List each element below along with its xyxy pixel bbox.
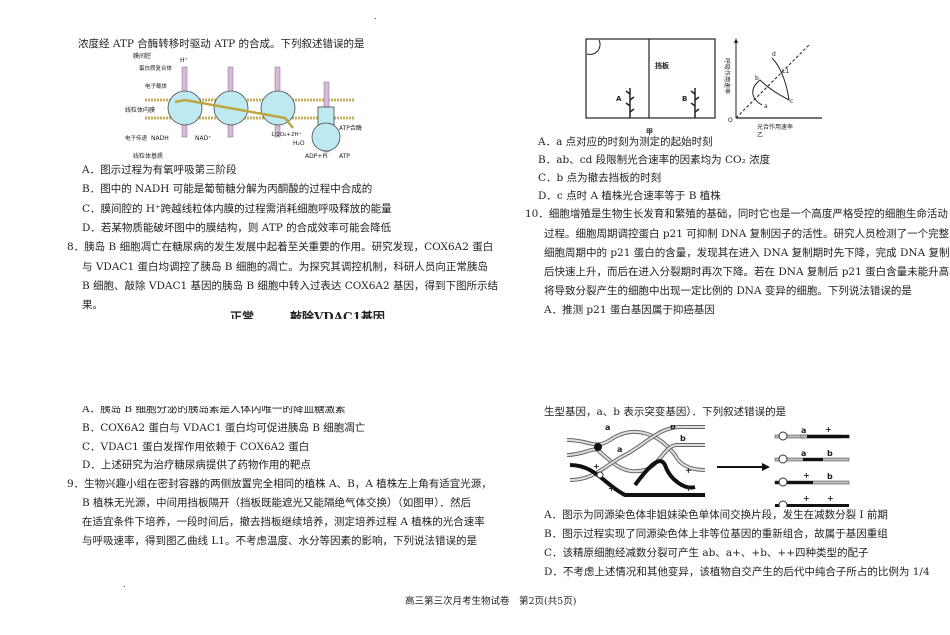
- arrow-right-icon: [717, 463, 770, 471]
- q8-option-b[interactable]: B．COX6A2 蛋白与 VDAC1 蛋白均可促进胰岛 B 细胞凋亡: [82, 422, 366, 434]
- q9-option-a[interactable]: A．a 点对应的时刻为测定的起始时刻: [538, 136, 713, 148]
- label-oxygen: 1/2O₂+2H⁺: [271, 131, 302, 138]
- q8-line-3: B 细胞、敲除 VDAC1 基因的胰岛 B 细胞中转入过表达 COX6A2 基因…: [82, 280, 498, 292]
- label-electron-carrier: 电子载体: [145, 82, 168, 90]
- q10-line-4: 后快速上升，而后在进入分裂期时再次下降。若在 DNA 复制后 p21 蛋白含量未…: [544, 266, 950, 278]
- figure-yi-graph: 呼吸作用速率 光合作用速率 O 乙 L1 a b c d: [723, 38, 822, 138]
- gene-a-label: a: [801, 449, 806, 458]
- gene-plus-label: +: [608, 484, 615, 493]
- gene-b-label: b: [827, 449, 833, 458]
- q9-option-c[interactable]: C．b 点为撤去挡板的时刻: [538, 172, 662, 184]
- plant-a-label: A: [616, 95, 622, 103]
- point-c-label: c: [790, 98, 793, 105]
- label-intermembrane: 膜间腔: [133, 52, 151, 60]
- label-matrix: 线粒体基质: [133, 152, 163, 160]
- sun-icon: [586, 39, 601, 55]
- q10-line-1: 10．细胞增殖是生物生长发育和繁殖的基础，同时它也是一个高度严格受控的细胞生命活…: [525, 208, 948, 220]
- q9-line-3: 在适宜条件下培养，一段时间后，撤去挡板继续培养，测定培养过程 A 植株的光合速率: [82, 516, 485, 528]
- q7-stem-tail: 浓度经 ATP 合酶转移时驱动 ATP 的合成。下列叙述错误的是: [78, 38, 365, 50]
- y-axis-label: 呼吸作用速率: [723, 58, 731, 94]
- q8-option-c[interactable]: C．VDAC1 蛋白发挥作用依赖于 COX6A2 蛋白: [82, 441, 310, 453]
- q7-option-b[interactable]: B．图中的 NADH 可能是葡萄糖分解为丙酮酸的过程中合成的: [82, 183, 373, 195]
- gene-b-label: b: [680, 434, 686, 443]
- gene-plus-label: +: [685, 466, 692, 475]
- gene-plus-label: +: [803, 494, 810, 503]
- q8-chart-header: 正常 敲除VDAC1基因: [230, 310, 385, 319]
- protein-complexes: [167, 90, 341, 152]
- q10-line-5: 将导致分裂产生的细胞中出现一定比例的 DNA 变异的细胞。下列说法错误的是: [544, 285, 912, 297]
- caption-jia: 甲: [646, 128, 653, 136]
- label-electron-transfer: 电子传递: [125, 134, 148, 142]
- label-atp-synthase: ATP合酶: [339, 124, 362, 132]
- label-inner-membrane: 线粒体内膜: [125, 106, 155, 114]
- q8-line-4: 果。: [82, 299, 103, 311]
- q11-option-a[interactable]: A．图示为同源染色体非姐妹染色单体间交换片段，发生在减数分裂 I 前期: [544, 509, 888, 521]
- x-axis-label: 光合作用速率: [757, 123, 793, 131]
- gene-plus-label: +: [825, 425, 832, 434]
- gene-plus-label: +: [803, 471, 810, 480]
- curve-l1: [752, 57, 790, 106]
- q10-option-a[interactable]: A．推测 p21 蛋白基因属于抑癌基因: [544, 304, 715, 316]
- plant-a-icon: [625, 88, 635, 118]
- q9-line-2: B 植株无光源，中间用挡板隔开（挡板既能遮光又能隔绝气体交换）（如图甲）．然后: [82, 497, 472, 509]
- electron-path: [174, 98, 294, 129]
- label-nadh: NADH: [151, 135, 169, 142]
- point-a-label: a: [764, 103, 768, 110]
- origin-label: O: [728, 117, 733, 124]
- label-nad: NAD⁺: [195, 135, 211, 142]
- q9-option-d[interactable]: D．c 点时 A 植株光合速率等于 B 植株: [538, 190, 721, 202]
- plant-b-label: B: [682, 95, 687, 103]
- plant-b-icon: [690, 88, 700, 118]
- q11-option-d[interactable]: D．不考虑上述情况和其他变异，该植物自交产生的后代中纯合子所占的比例为 1/4: [544, 566, 930, 578]
- bottom-dot: .: [123, 580, 126, 589]
- point-b-label: b: [755, 75, 759, 82]
- q8-option-a[interactable]: A．胰岛 B 细胞分泌的胰岛素是人体内唯一的降血糖激素: [82, 406, 346, 415]
- label-h: H⁺: [180, 57, 188, 64]
- label-protein-complex: 蛋白质复合体: [139, 64, 173, 72]
- curve-label: L1: [782, 68, 789, 75]
- page-footer: 高三第三次月考生物试卷 第2页(共5页): [405, 596, 577, 607]
- q10-line-3: 细胞周期中的 p21 蛋白的含量，发现其在进入 DNA 复制期时先下降，完成 D…: [544, 247, 950, 259]
- board-label: 挡板: [655, 61, 670, 70]
- chromosome-crossover-figure: a b a b + + + + a + a b + b + +: [566, 425, 850, 507]
- result-chromosomes: [774, 431, 850, 507]
- q7-option-d[interactable]: D．若某物质能破坏图中的膜结构，则 ATP 的合成效率可能会降低: [82, 222, 392, 234]
- q9-option-b[interactable]: B．ab、cd 段限制光合速率的因素均为 CO₂ 浓度: [538, 154, 771, 166]
- q8-option-d[interactable]: D．上述研究为治疗糖尿病提供了药物作用的靶点: [82, 459, 311, 471]
- q11-option-b[interactable]: B．图示过程实现了同源染色体上非等位基因的重新组合，故属于基因重组: [544, 528, 888, 540]
- figure-jia-container: 挡板 A B 甲: [585, 38, 716, 136]
- gene-a-label: a: [617, 445, 622, 454]
- gene-b-label: b: [827, 472, 833, 481]
- label-water: H₂O: [293, 140, 305, 147]
- q11-stem-tail: 生型基因，a、b 表示突变基因）．下列叙述错误的是: [544, 406, 787, 418]
- caption-yi: 乙: [757, 132, 763, 138]
- q8-line-2: 与 VDAC1 蛋白均调控了胰岛 B 细胞的凋亡。为探究其调控机制，科研人员向正…: [82, 261, 488, 273]
- gene-plus-label: +: [593, 462, 600, 471]
- gene-plus-label: +: [685, 484, 692, 493]
- top-dot: .: [374, 12, 377, 21]
- diagonal-reference: [735, 43, 811, 119]
- label-adp: ADP+Pi: [305, 153, 328, 160]
- gene-plus-label: +: [827, 494, 834, 503]
- q7-option-c[interactable]: C．膜间腔的 H⁺跨越线粒体内膜的过程需消耗细胞呼吸释放的能量: [82, 203, 392, 215]
- point-d-label: d: [772, 51, 776, 58]
- crossing-chromosomes: [566, 425, 706, 497]
- q10-line-2: 过程。细胞周期调控蛋白 p21 可抑制 DNA 复制因子的活性。研究人员检测了一…: [544, 228, 950, 240]
- gene-b-label: b: [670, 425, 676, 431]
- q9-line-4: 与呼吸速率，得到图乙曲线 L1。不考虑温度、水分等因素的影响，下列说法错误的是: [82, 535, 477, 547]
- q11-option-c[interactable]: C．该精原细胞经减数分裂可产生 ab、a+、+b、++四种类型的配子: [544, 547, 869, 559]
- q8-line-1: 8．胰岛 B 细胞凋亡在糖尿病的发生发展中起着至关重要的作用。研究发现，COX6…: [67, 241, 494, 253]
- gene-a-label: a: [801, 426, 806, 435]
- mitochondria-electron-transport-figure: 膜间腔 蛋白质复合体 电子载体 线粒体内膜 电子传递 NADH NAD⁺ 1/2…: [125, 52, 362, 160]
- q9-line-1: 9．生物兴趣小组在密封容器的两侧放置完全相同的植株 A、B，A 植株左上角有适宜…: [67, 478, 492, 490]
- gene-a-label: a: [605, 425, 610, 432]
- q7-option-a[interactable]: A．图示过程为有氧呼吸第三阶段: [82, 164, 237, 176]
- label-atp: ATP: [339, 153, 350, 160]
